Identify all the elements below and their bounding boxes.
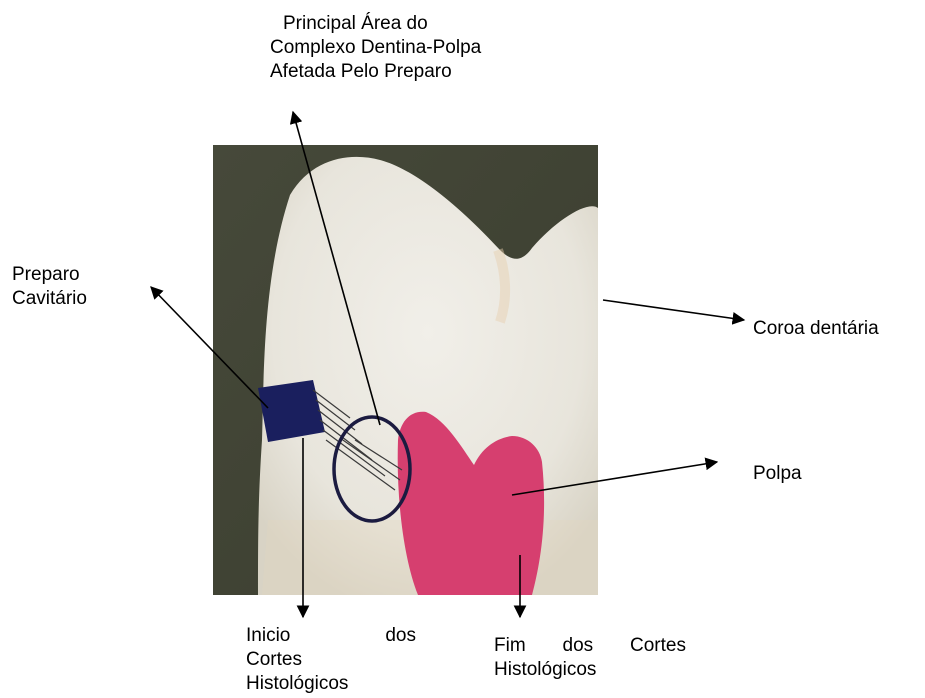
- label-fim: Fim dos Cortes Histológicos: [494, 634, 686, 682]
- label-inicio-line2: Cortes: [246, 648, 416, 672]
- label-polpa: Polpa: [753, 462, 802, 486]
- label-preparo-line2: Cavitário: [12, 287, 87, 311]
- label-preparo: Preparo Cavitário: [12, 263, 87, 311]
- label-inicio: Inicio dos Cortes Histológicos: [246, 624, 416, 696]
- label-principal-area-line1: Principal Área do: [270, 12, 481, 36]
- label-inicio-line3: Histológicos: [246, 672, 416, 696]
- label-inicio-word-b: dos: [385, 624, 416, 648]
- label-inicio-word-a: Inicio: [246, 624, 290, 648]
- label-principal-area: Principal Área do Complexo Dentina-Polpa…: [270, 12, 481, 84]
- label-preparo-line1: Preparo: [12, 263, 87, 287]
- label-fim-line1: Fim dos Cortes: [494, 634, 686, 658]
- arrow-coroa: [603, 300, 744, 320]
- label-coroa: Coroa dentária: [753, 317, 879, 341]
- label-fim-word-b: dos: [563, 634, 594, 658]
- label-fim-word-a: Fim: [494, 634, 526, 658]
- label-polpa-text: Polpa: [753, 462, 802, 486]
- label-principal-area-line3: Afetada Pelo Preparo: [270, 60, 481, 84]
- label-coroa-text: Coroa dentária: [753, 317, 879, 341]
- label-inicio-line1: Inicio dos: [246, 624, 416, 648]
- label-fim-word-c: Cortes: [630, 634, 686, 658]
- label-principal-area-line2: Complexo Dentina-Polpa: [270, 36, 481, 60]
- label-fim-line2: Histológicos: [494, 658, 686, 682]
- preparo-cavitario: [258, 380, 325, 442]
